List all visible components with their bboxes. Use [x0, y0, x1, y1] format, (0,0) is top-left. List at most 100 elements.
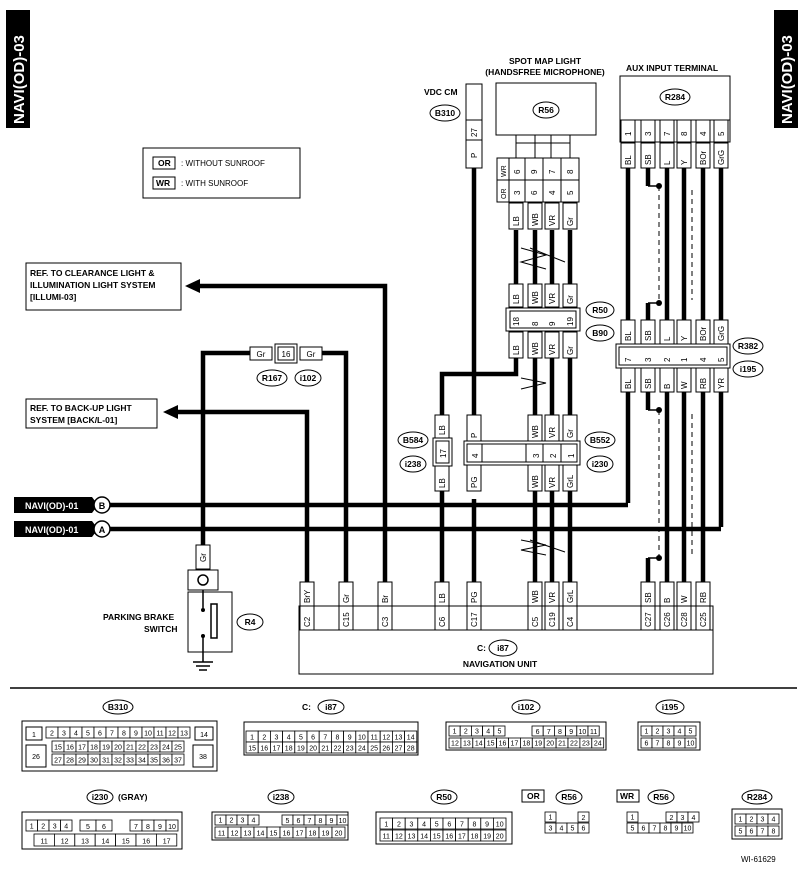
i102-r1a-3: 4: [486, 729, 490, 736]
b310-r2-9: 24: [162, 745, 170, 752]
r56-wr-r1a-0: 1: [631, 815, 635, 822]
i102-r2-0: 12: [451, 741, 459, 748]
i195-r2-2: 8: [667, 741, 671, 748]
aux-wire-1: SB: [644, 154, 653, 165]
spot-wr-0: WR: [501, 165, 508, 177]
nav-wire-0: BrY: [303, 589, 312, 603]
i195-r2-4: 10: [687, 741, 695, 748]
b310-r1-9: 11: [156, 731, 163, 738]
i102-r1a-0: 1: [453, 729, 457, 736]
i238-r2-1: 12: [231, 831, 239, 838]
r284-r2-1: 6: [750, 829, 754, 836]
spot-wr-1: 6: [513, 169, 522, 174]
r56-wr-r2-5: 10: [684, 826, 692, 833]
b310-left1: 1: [32, 732, 36, 739]
r50-pin-2: 9: [548, 321, 557, 326]
r50-top-wire-2: VR: [548, 293, 557, 304]
r382-pin-0: 7: [624, 357, 633, 362]
i230-code: i230: [592, 459, 609, 469]
i238-r1a-3: 4: [252, 818, 256, 825]
r382-pin-3: 1: [680, 357, 689, 362]
b310-r1-7: 9: [134, 731, 138, 738]
i230-wire-2: VR: [548, 477, 557, 488]
b552-top-wire-3: Gr: [566, 429, 575, 438]
aux-wire-4: BOr: [699, 150, 708, 165]
i87-face-code: i87: [325, 702, 337, 712]
i195-r1-1: 2: [656, 729, 660, 736]
i87-r2-9: 24: [358, 746, 366, 753]
b310-r3-6: 33: [126, 758, 134, 765]
b310-r2-4: 19: [102, 745, 110, 752]
parking-line1: PARKING BRAKE: [103, 612, 174, 622]
b552-pin-1: 3: [532, 453, 541, 458]
i195-r2-3: 9: [678, 741, 682, 748]
b90-wire-1: WB: [531, 342, 540, 355]
i230-r2-4: 15: [122, 839, 130, 846]
navi-a-label: NAVI(OD)-01: [25, 525, 78, 535]
nav-pin-8: C27: [644, 612, 653, 627]
i195-r2-0: 6: [645, 741, 649, 748]
ref1-line3: [ILLUMI-03]: [30, 292, 76, 302]
i102-r2-4: 16: [499, 741, 507, 748]
b310-r3-2: 29: [78, 758, 86, 765]
i238-r2-6: 17: [296, 831, 304, 838]
i87-r2-2: 17: [273, 746, 281, 753]
b310-r1-8: 10: [144, 731, 152, 738]
i195-wire-3: W: [680, 381, 689, 389]
nav-pin-11: C25: [699, 612, 708, 627]
nav-wire-2: Br: [381, 595, 390, 603]
ref-backup-light[interactable]: REF. TO BACK-UP LIGHT SYSTEM [BACK/L-01]: [25, 398, 158, 429]
i230-r1b-0: 5: [86, 824, 90, 831]
r56-wr-r2-1: 6: [642, 826, 646, 833]
i87-r1-12: 13: [395, 735, 403, 742]
aux-wire-0: BL: [624, 155, 633, 165]
i230-r2-1: 12: [61, 839, 69, 846]
b552-top-wire-1: WB: [531, 425, 540, 438]
b310-r1-5: 7: [110, 731, 114, 738]
i238-r1a-2: 3: [241, 818, 245, 825]
i238-r1b-0: 5: [286, 818, 290, 825]
spot-wr-2: 9: [530, 169, 539, 174]
b584-pin: 17: [439, 449, 448, 458]
r56-or-r1a-0: 1: [549, 815, 553, 822]
nav-pin-5: C5: [531, 616, 540, 627]
nav-wire-11: RB: [699, 592, 708, 603]
r382-top-wire-0: BL: [624, 331, 633, 341]
r382-top-wire-2: L: [663, 336, 672, 341]
b90-wire-3: Gr: [566, 346, 575, 355]
i238-r1b-5: 10: [339, 818, 347, 825]
ref-clearance-light[interactable]: REF. TO CLEARANCE LIGHT & ILLUMINATION L…: [25, 262, 182, 311]
i230-r1c-0: 7: [134, 824, 138, 831]
i102-r2-12: 24: [594, 741, 602, 748]
b584-code: B584: [403, 435, 424, 445]
spot-or-1: 3: [513, 190, 522, 195]
aux-wire-5: GrG: [717, 150, 726, 165]
b310-r1-0: 2: [50, 731, 54, 738]
i87-r1-7: 8: [336, 735, 340, 742]
navi-a-tag[interactable]: NAVI(OD)-01 A: [14, 520, 111, 538]
i87-r2-5: 20: [309, 746, 317, 753]
nav-pin-4: C17: [470, 612, 479, 627]
i102-r1b-0: 6: [536, 729, 540, 736]
parking-line2: SWITCH: [144, 624, 178, 634]
r50-r1-5: 6: [447, 822, 451, 829]
spot-title-1: SPOT MAP LIGHT: [509, 56, 582, 66]
b310-r3-0: 27: [54, 758, 62, 765]
r284-r2-3: 8: [772, 829, 776, 836]
r50-r2-7: 18: [471, 834, 479, 841]
spot-code: R56: [538, 105, 554, 115]
r50-r1-7: 8: [473, 822, 477, 829]
navi-b-tag[interactable]: NAVI(OD)-01 B: [14, 496, 111, 514]
spot-map-light: SPOT MAP LIGHT (HANDSFREE MICROPHONE) R5…: [485, 56, 605, 203]
left-banner-text: NAVI(OD)-03: [11, 35, 28, 124]
r382-pin-2: 2: [663, 357, 672, 362]
r56-wr-code: R56: [653, 792, 669, 802]
b90-wire-0: LB: [512, 345, 521, 355]
legend-or-text: : WITHOUT SUNROOF: [181, 159, 265, 168]
b310-r3-5: 32: [114, 758, 122, 765]
i102-r1a-1: 2: [464, 729, 468, 736]
aux-pin-2: 7: [663, 131, 672, 136]
i238-r2-7: 18: [309, 831, 317, 838]
nav-wire-3: LB: [438, 593, 447, 603]
r50-r2-8: 19: [483, 834, 491, 841]
